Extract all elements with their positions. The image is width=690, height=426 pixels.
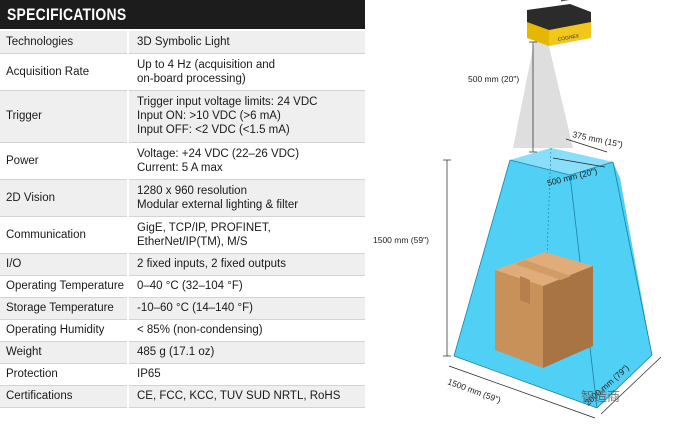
- spec-label: I/O: [0, 253, 129, 276]
- spec-value: Voltage: +24 VDC (22–26 VDC)Current: 5 A…: [128, 142, 365, 180]
- spec-row: I/O 2 fixed inputs, 2 fixed outputs: [0, 253, 365, 276]
- specifications-panel: SPECIFICATIONS Technologies 3D Symbolic L…: [0, 0, 365, 408]
- specifications-header: SPECIFICATIONS: [0, 0, 365, 29]
- spec-label: Communication: [0, 216, 129, 254]
- spec-row: Technologies 3D Symbolic Light: [0, 31, 365, 54]
- spec-value-line: 1280 x 960 resolution: [137, 184, 247, 197]
- spec-value-line: 485 g (17.1 oz): [137, 346, 215, 358]
- spec-value-line: Trigger input voltage limits: 24 VDC: [137, 96, 318, 108]
- spec-value: 485 g (17.1 oz): [128, 341, 365, 364]
- spec-label: Trigger: [0, 90, 129, 143]
- spec-value-line: Input ON: >10 VDC (>6 mA): [137, 110, 281, 122]
- camera-icon: COGNEX: [527, 0, 591, 46]
- spec-label: Acquisition Rate: [0, 53, 129, 91]
- spec-value-line: 0–40 °C (32–104 °F): [137, 280, 243, 292]
- spec-row: Protection IP65: [0, 363, 365, 386]
- spec-value: 0–40 °C (32–104 °F): [128, 275, 365, 298]
- spec-row: Operating Humidity < 85% (non-condensing): [0, 319, 365, 342]
- spec-row: Operating Temperature 0–40 °C (32–104 °F): [0, 275, 365, 298]
- spec-value: IP65: [128, 363, 365, 386]
- spec-value-line: EtherNet/IP(TM), M/S: [137, 235, 248, 248]
- spec-value-line: < 85% (non-condensing): [137, 324, 263, 336]
- spec-value: GigE, TCP/IP, PROFINET,EtherNet/IP(TM), …: [128, 216, 365, 254]
- spec-label: 2D Vision: [0, 179, 129, 217]
- spec-value-line: Voltage: +24 VDC (22–26 VDC): [137, 147, 300, 160]
- spec-value-line: Current: 5 A max: [137, 161, 223, 174]
- spec-value-line: GigE, TCP/IP, PROFINET,: [137, 221, 271, 234]
- spec-label: Technologies: [0, 31, 129, 54]
- spec-value-line: 2 fixed inputs, 2 fixed outputs: [137, 258, 286, 270]
- spec-value: 2 fixed inputs, 2 fixed outputs: [128, 253, 365, 276]
- dimension-lines: [443, 41, 662, 419]
- dim-top-depth: 375 mm (15"): [572, 129, 624, 149]
- spec-value-line: on-board processing): [137, 72, 246, 85]
- spec-value-line: IP65: [137, 368, 161, 380]
- spec-label: Storage Temperature: [0, 297, 129, 320]
- camera-light-cone: [513, 38, 573, 148]
- spec-label: Weight: [0, 341, 129, 364]
- spec-label: Power: [0, 142, 129, 180]
- spec-value-line: -10–60 °C (14–140 °F): [137, 302, 253, 314]
- spec-value-line: 3D Symbolic Light: [137, 35, 230, 48]
- spec-value: CE, FCC, KCC, TUV SUD NRTL, RoHS: [128, 385, 365, 408]
- dim-camera-distance: 500 mm (20"): [468, 74, 519, 84]
- spec-value: Trigger input voltage limits: 24 VDC Inpu…: [128, 90, 365, 143]
- spec-value-line: Modular external lighting & filter: [137, 198, 299, 211]
- spec-value: < 85% (non-condensing): [128, 319, 365, 342]
- spec-value: 3D Symbolic Light: [128, 31, 365, 54]
- spec-row: Storage Temperature -10–60 °C (14–140 °F): [0, 297, 365, 320]
- camera-brand: COGNEX: [557, 33, 580, 43]
- spec-label: Protection: [0, 363, 129, 386]
- dim-height: 1500 mm (59"): [373, 235, 429, 245]
- spec-value-line: Input OFF: <2 VDC (<1.5 mA): [137, 124, 290, 136]
- spec-row: Certifications CE, FCC, KCC, TUV SUD NRTL…: [0, 385, 365, 408]
- specifications-title: SPECIFICATIONS: [7, 5, 127, 24]
- spec-label: Certifications: [0, 385, 129, 408]
- spec-value-line: CE, FCC, KCC, TUV SUD NRTL, RoHS: [137, 390, 341, 402]
- spec-value: -10–60 °C (14–140 °F): [128, 297, 365, 320]
- cardboard-box: [495, 252, 593, 368]
- spec-value-line: Up to 4 Hz (acquisition and: [137, 58, 276, 71]
- watermark: 智造商: [581, 390, 621, 405]
- dim-bottom-depth: 1500 mm (59"): [446, 376, 502, 405]
- spec-row: Weight 485 g (17.1 oz): [0, 341, 365, 364]
- spec-label: Operating Humidity: [0, 319, 129, 342]
- field-of-view-diagram: COGNEX 500 mm (20") 375 mm (15") 500 mm …: [373, 0, 662, 419]
- spec-label: Operating Temperature: [0, 275, 129, 298]
